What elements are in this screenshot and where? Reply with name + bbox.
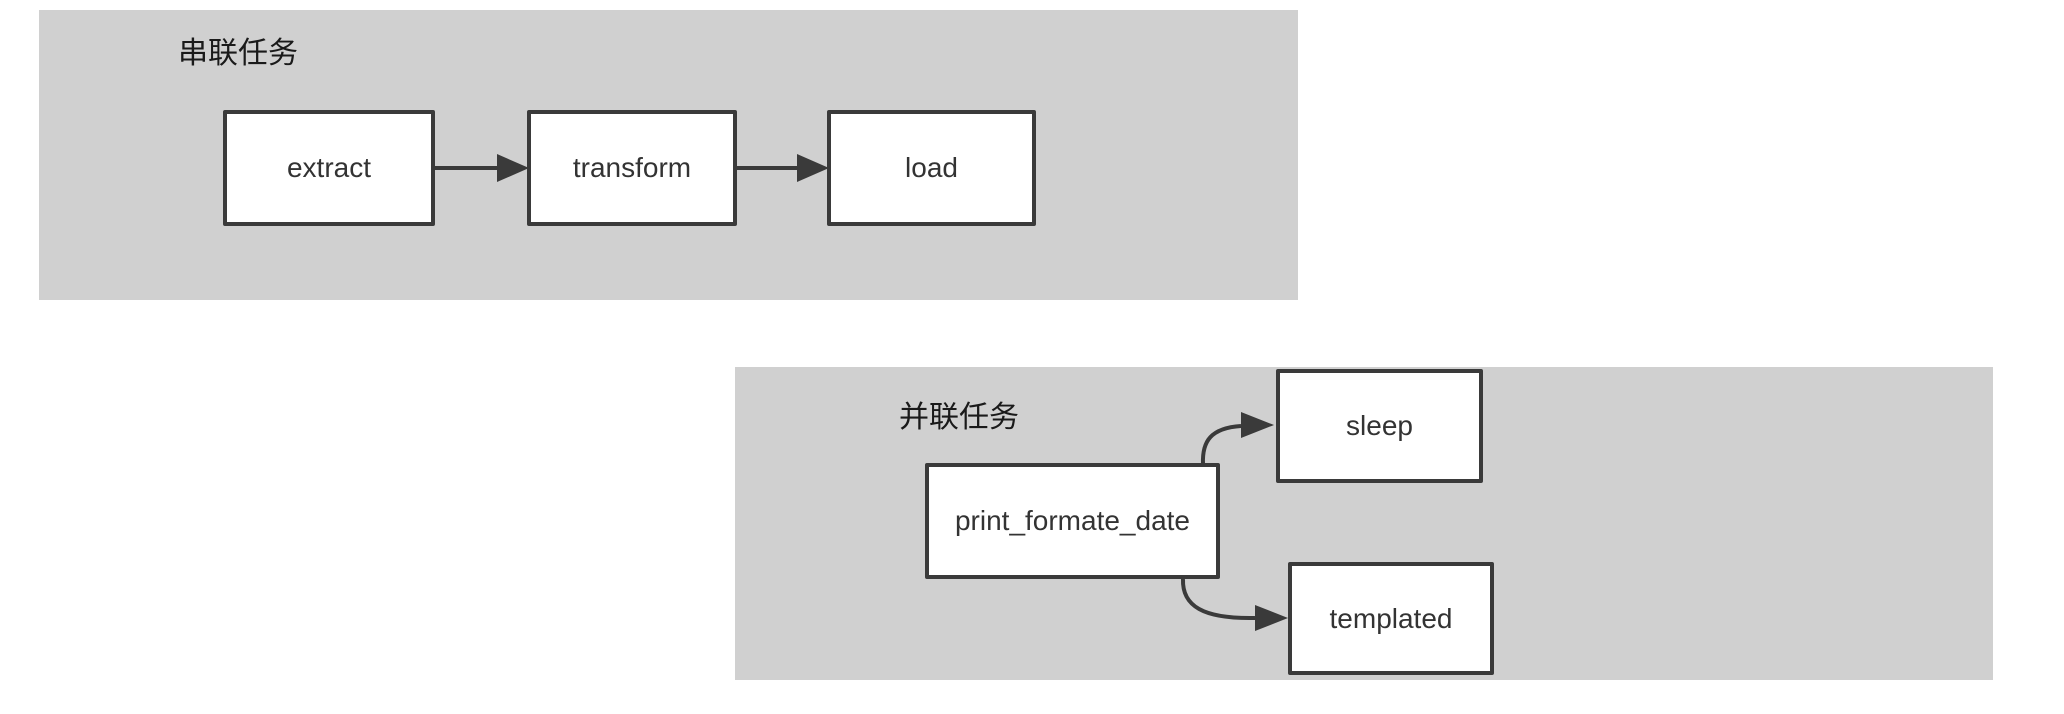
arrowhead-icon	[797, 154, 829, 182]
parallel-tasks-panel: 并联任务 print_formate_date sleep templated	[735, 367, 1993, 680]
task-node-extract: extract	[223, 110, 435, 226]
serial-panel-title: 串联任务	[178, 37, 298, 70]
task-node-transform: transform	[527, 110, 737, 226]
arrowhead-icon	[1241, 412, 1274, 438]
task-node-sleep: sleep	[1276, 369, 1483, 483]
parallel-panel-title: 并联任务	[899, 401, 1019, 434]
serial-tasks-panel: 串联任务 extract transform load	[39, 10, 1298, 300]
task-node-print-formate-date: print_formate_date	[925, 463, 1220, 579]
task-node-templated: templated	[1288, 562, 1494, 675]
arrowhead-icon	[497, 154, 529, 182]
arrow-extract-to-transform	[435, 154, 529, 182]
arrow-curve	[1180, 578, 1256, 621]
arrow-print-formate-date-to-sleep	[1200, 412, 1274, 465]
arrow-print-formate-date-to-templated	[1180, 578, 1288, 631]
arrowhead-icon	[1255, 605, 1288, 631]
arrow-transform-to-load	[737, 154, 829, 182]
task-node-load: load	[827, 110, 1036, 226]
arrow-curve	[1200, 424, 1242, 465]
